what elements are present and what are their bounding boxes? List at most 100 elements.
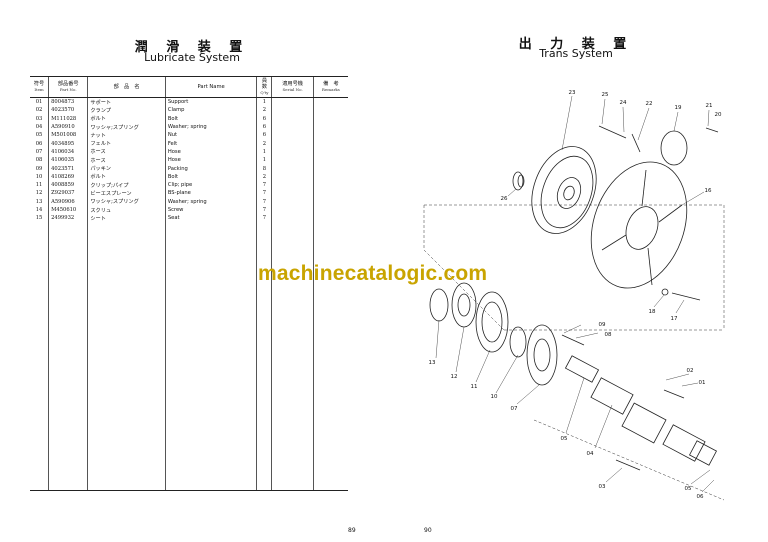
callout-label: 26: [501, 196, 508, 202]
cell-part-no: M501008: [48, 131, 88, 140]
cell-serial: [271, 131, 314, 140]
page-title-en: Lubricate System: [144, 51, 240, 64]
cell-serial: [271, 139, 314, 148]
cell-remarks: [312, 147, 348, 157]
cell-part-name: Washer; spring: [164, 197, 257, 206]
cell-qty: 6: [256, 114, 272, 123]
table-filler: [30, 222, 348, 492]
cell-serial: [271, 147, 314, 157]
cell-part-no: Z929037: [48, 189, 88, 198]
cell-name-jp: クリップ;パイプ: [87, 180, 166, 190]
cell-name-jp: クランプ: [87, 106, 166, 115]
cell-qty: 7: [256, 214, 272, 223]
cell-remarks: [312, 214, 348, 223]
cell-remarks: [312, 205, 348, 215]
watermark: machinecatalogic.com: [258, 262, 488, 285]
page-number: 89: [348, 527, 356, 534]
cell-qty: 1: [256, 156, 272, 165]
cell-serial: [271, 180, 314, 190]
cell-qty: 2: [256, 172, 272, 181]
cell-item: 02: [35, 107, 43, 114]
cell-item: 10: [35, 173, 43, 180]
cell-remarks: [312, 164, 348, 173]
callout-label: 11: [471, 384, 478, 390]
output-shaft-part: [561, 334, 718, 471]
cell-qty: 7: [256, 180, 272, 190]
cell-serial: [271, 205, 314, 215]
cell-part-no: 4108269: [48, 172, 88, 181]
callout-label: 03: [599, 484, 606, 490]
cell-name-jp: ホース: [87, 156, 166, 165]
cell-part-no: 4106035: [48, 156, 88, 165]
cell-part-name: Washer; spring: [164, 122, 257, 132]
page-title-jp: 潤 滑 装 置: [134, 40, 250, 55]
cell-part-no: 2499932: [48, 214, 88, 223]
cell-item: 05: [35, 132, 43, 139]
cell-item: 04: [35, 124, 43, 131]
cell-part-no: A590906: [48, 197, 88, 206]
cell-item: 09: [35, 165, 43, 172]
cell-name-jp: パッキン: [87, 164, 166, 173]
cell-name-jp: ナット: [87, 131, 166, 140]
cell-serial: [271, 197, 314, 206]
cell-qty: 1: [256, 147, 272, 157]
cell-part-name: Screw: [164, 205, 257, 215]
cell-name-jp: ボルト: [87, 114, 166, 123]
cell-part-name: Felt: [164, 139, 257, 148]
cell-part-no: M111028: [48, 114, 88, 123]
cell-item: 12: [35, 190, 43, 197]
cell-part-no: M450610: [48, 205, 88, 215]
empty-cell: [312, 222, 348, 492]
callout-label: 06: [697, 494, 704, 500]
callout-label: 05: [685, 486, 692, 492]
cell-remarks: [312, 156, 348, 165]
cell-item: 08: [35, 157, 43, 164]
cell-remarks: [312, 180, 348, 190]
bearing-part: [512, 171, 525, 191]
page-number: 90: [424, 527, 432, 534]
cell-item: 06: [35, 140, 43, 147]
cell-qty: 6: [256, 131, 272, 140]
callout-label: 25: [602, 92, 609, 98]
cell-item: 03: [35, 115, 43, 122]
cell-name-jp: ワッシャ;スプリング: [87, 197, 166, 206]
callout-label: 09: [599, 322, 606, 328]
cell-item: 07: [35, 148, 43, 155]
callout-label: 13: [429, 360, 436, 366]
callout-label: 01: [699, 380, 706, 386]
empty-cell: [87, 222, 166, 492]
cell-part-name: Support: [164, 97, 257, 107]
empty-cell: [256, 222, 272, 492]
bolt-parts-top: [598, 125, 719, 301]
cell-part-name: Clamp: [164, 106, 257, 115]
cell-name-jp: ボルト: [87, 172, 166, 181]
cell-qty: 2: [256, 139, 272, 148]
cell-serial: [271, 114, 314, 123]
cell-remarks: [312, 122, 348, 132]
cover-plate-part: [660, 130, 688, 166]
cell-qty: 8: [256, 164, 272, 173]
cell-remarks: [312, 197, 348, 206]
callout-label: 05: [561, 436, 568, 442]
cell-qty: 7: [256, 205, 272, 215]
